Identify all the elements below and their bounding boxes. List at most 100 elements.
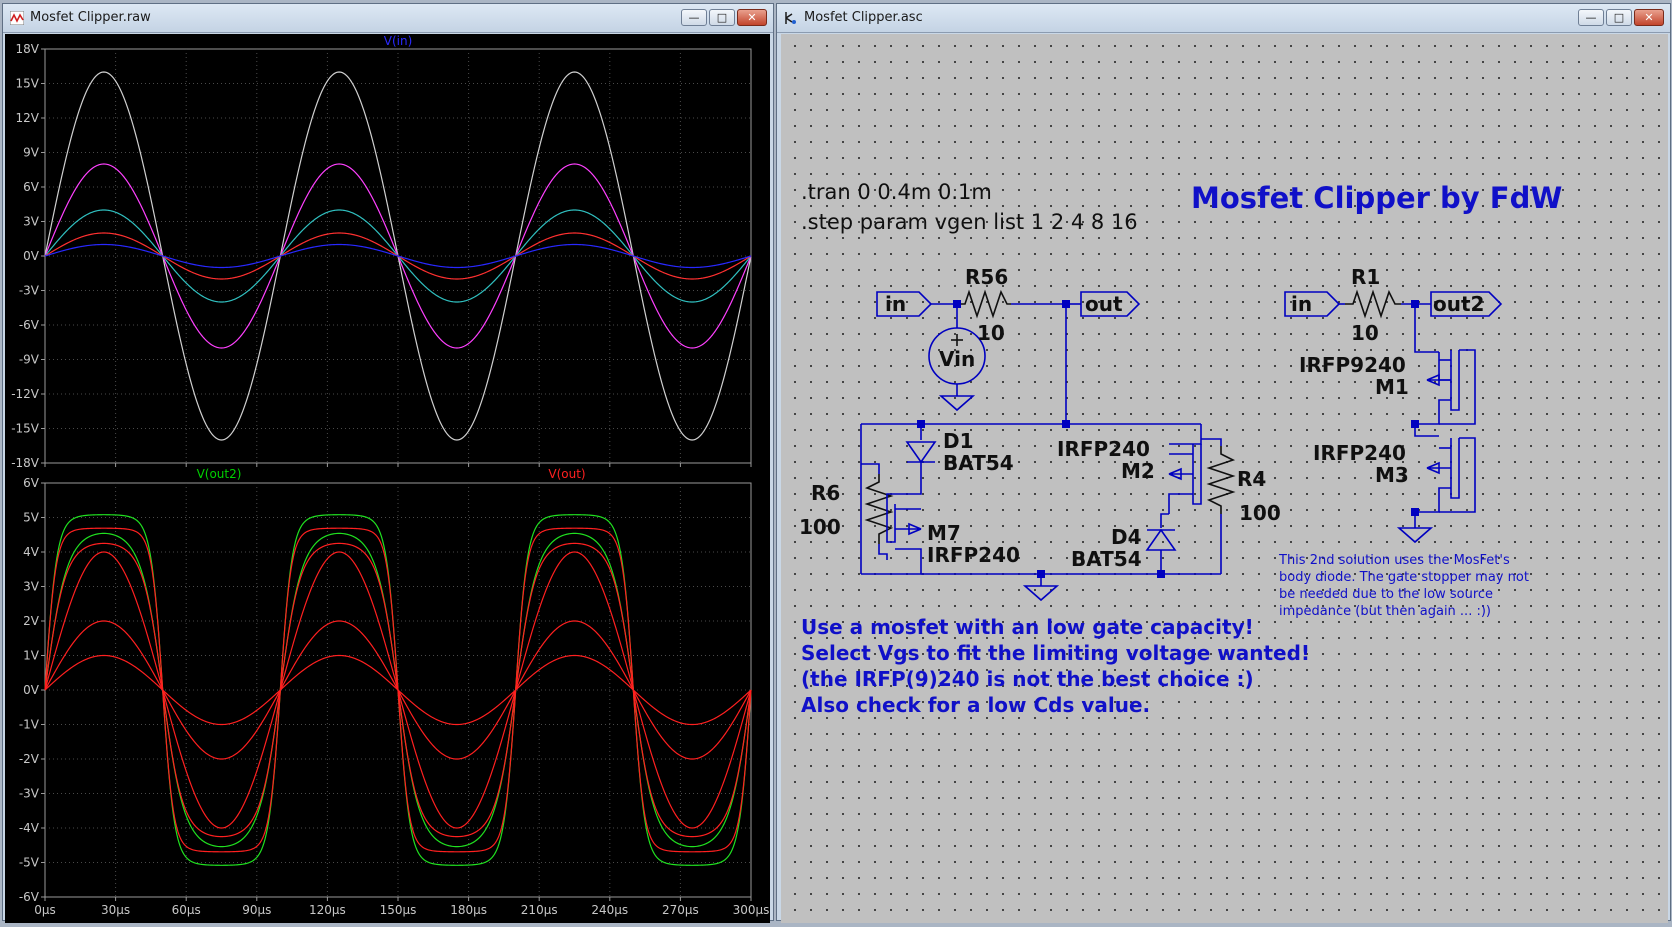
- d1-label[interactable]: D1: [943, 429, 974, 453]
- x-tick-label: 60µs: [172, 903, 201, 917]
- r1-label[interactable]: R1: [1351, 265, 1380, 289]
- vout2-legend-label[interactable]: V(out2): [197, 467, 242, 481]
- m2-label[interactable]: M2: [1121, 459, 1155, 483]
- r6-value[interactable]: 100: [799, 515, 841, 539]
- x-tick-label: 90µs: [242, 903, 271, 917]
- in2-net-label[interactable]: [1284, 291, 1341, 317]
- r4-value[interactable]: 100: [1239, 501, 1281, 525]
- y-tick-label: 3V: [23, 580, 40, 594]
- x-tick-label: 240µs: [591, 903, 628, 917]
- r56-resistor[interactable]: [957, 289, 1011, 319]
- y-tick-label: 3V: [23, 215, 40, 229]
- close-icon: ✕: [747, 11, 757, 24]
- y-tick-label: 6V: [23, 180, 40, 194]
- d4-label[interactable]: D4: [1111, 525, 1142, 549]
- schematic-close-button[interactable]: ✕: [1634, 9, 1664, 26]
- m1-mosfet[interactable]: [1450, 350, 1460, 411]
- x-tick-label: 180µs: [450, 903, 487, 917]
- in-net-label[interactable]: [876, 291, 933, 317]
- schematic-maximize-button[interactable]: □: [1606, 9, 1632, 26]
- x-tick-label: 270µs: [662, 903, 699, 917]
- schematic-window[interactable]: Mosfet Clipper.asc — □ ✕ .tran 0 0.4m 0.…: [776, 3, 1671, 923]
- m3-label[interactable]: M3: [1375, 463, 1409, 487]
- y-tick-label: -6V: [19, 318, 40, 332]
- note-line: Use a mosfet with an low gate capacity!: [801, 615, 1254, 639]
- in-label-text[interactable]: in: [885, 292, 906, 316]
- waveform-minimize-button[interactable]: —: [681, 9, 707, 26]
- m7-model[interactable]: IRFP240: [927, 543, 1020, 567]
- m1-model[interactable]: IRFP9240: [1299, 353, 1406, 377]
- y-tick-label: 6V: [23, 476, 40, 490]
- r4-label[interactable]: R4: [1237, 467, 1266, 491]
- m3-mosfet[interactable]: [1450, 438, 1460, 499]
- vin-trace[interactable]: [44, 243, 752, 269]
- side-note[interactable]: This 2nd solution uses the MosFet's body…: [1278, 553, 1529, 619]
- r6-label[interactable]: R6: [811, 481, 840, 505]
- left-junctions: [917, 300, 1165, 578]
- d1-model[interactable]: BAT54: [943, 451, 1014, 475]
- m2-model[interactable]: IRFP240: [1057, 437, 1150, 461]
- vin-plot-pane[interactable]: V(in) 18V15V12V9V6V3V0V-3V-6V-9V-12V-15V…: [11, 34, 752, 470]
- waveform-titlebar[interactable]: Mosfet Clipper.raw — □ ✕: [3, 4, 773, 33]
- y-tick-label: -2V: [19, 752, 40, 766]
- schematic-drawing[interactable]: .tran 0 0.4m 0.1m .step param vgen list …: [781, 34, 1668, 923]
- step-directive[interactable]: .step param vgen list 1 2 4 8 16: [801, 210, 1138, 234]
- schematic-titlebar[interactable]: Mosfet Clipper.asc — □ ✕: [777, 4, 1670, 33]
- r1-resistor[interactable]: [1345, 289, 1401, 319]
- r4-resistor[interactable]: [1206, 446, 1236, 514]
- y-tick-label: 4V: [23, 545, 40, 559]
- in2-label-text[interactable]: in: [1291, 292, 1312, 316]
- vin-legend-label[interactable]: V(in): [384, 34, 413, 48]
- y-tick-label: 12V: [16, 111, 40, 125]
- minimize-icon: —: [1585, 11, 1597, 24]
- vout-trace[interactable]: [44, 654, 752, 726]
- m3-model[interactable]: IRFP240: [1313, 441, 1406, 465]
- vin-label[interactable]: Vin: [939, 347, 975, 371]
- left-clipper-circuit[interactable]: [860, 289, 1236, 602]
- out2-label-text[interactable]: out2: [1433, 292, 1484, 316]
- m7-label[interactable]: M7: [927, 521, 961, 545]
- r6-resistor[interactable]: [864, 474, 894, 544]
- out-label-text[interactable]: out: [1085, 292, 1123, 316]
- y-tick-label: -15V: [11, 422, 40, 436]
- schematic-heading[interactable]: Mosfet Clipper by FdW: [1191, 181, 1562, 215]
- right-clipper-circuit[interactable]: [1284, 289, 1503, 544]
- out2-net-label[interactable]: [1430, 291, 1503, 317]
- schematic-canvas[interactable]: .tran 0 0.4m 0.1m .step param vgen list …: [781, 34, 1668, 923]
- maximize-icon: □: [1613, 11, 1625, 24]
- r1-value[interactable]: 10: [1351, 321, 1379, 345]
- wire: [878, 544, 888, 560]
- tran-directive[interactable]: .tran 0 0.4m 0.1m: [801, 180, 992, 204]
- y-tick-label: 0V: [23, 683, 40, 697]
- d1-diode[interactable]: [905, 441, 937, 464]
- waveform-maximize-button[interactable]: □: [709, 9, 735, 26]
- left-circuit-labels: in out R56 10 Vin D1 BAT54 R6 100 M7 IRF…: [799, 265, 1281, 571]
- r56-label[interactable]: R56: [965, 265, 1008, 289]
- wire: [1201, 438, 1222, 446]
- schematic-minimize-button[interactable]: —: [1578, 9, 1604, 26]
- ground-symbol: [1022, 585, 1060, 602]
- x-tick-label: 0µs: [34, 903, 56, 917]
- d4-model[interactable]: BAT54: [1071, 547, 1142, 571]
- x-tick-label: 150µs: [380, 903, 417, 917]
- d4-diode[interactable]: [1145, 528, 1177, 551]
- m7-mosfet[interactable]: [886, 504, 896, 543]
- y-tick-label: -1V: [19, 718, 40, 732]
- y-tick-label: 2V: [23, 614, 40, 628]
- waveform-plots[interactable]: V(in) 18V15V12V9V6V3V0V-3V-6V-9V-12V-15V…: [5, 34, 770, 923]
- r56-value[interactable]: 10: [977, 321, 1005, 345]
- waveform-close-button[interactable]: ✕: [737, 9, 767, 26]
- design-notes[interactable]: Use a mosfet with an low gate capacity! …: [801, 615, 1310, 717]
- vout-legend-label[interactable]: V(out): [548, 467, 585, 481]
- y-tick-label: 18V: [16, 42, 40, 56]
- vout-plot-pane[interactable]: V(out2) V(out) 6V5V4V3V2V1V0V-1V-2V-3V-4…: [19, 467, 770, 917]
- m2-mosfet[interactable]: [1192, 444, 1202, 505]
- minimize-icon: —: [688, 11, 700, 24]
- side-note-line: impedance (but then again ... :)): [1279, 604, 1491, 619]
- waveform-window-controls: — □ ✕: [681, 9, 767, 27]
- out-net-label[interactable]: [1080, 291, 1141, 317]
- m1-label[interactable]: M1: [1375, 375, 1409, 399]
- y-tick-label: -6V: [19, 890, 40, 904]
